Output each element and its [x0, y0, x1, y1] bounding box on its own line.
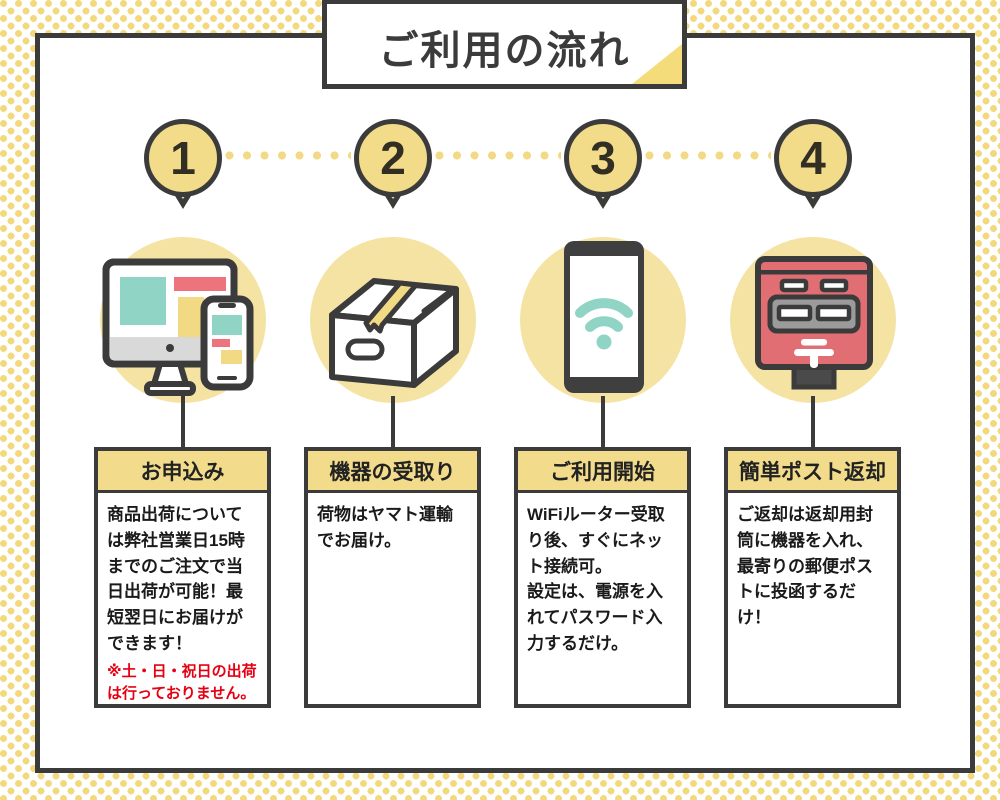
dotted-connector-2-3: [435, 151, 561, 160]
step-4-card-body: ご返却は返却用封筒に機器を入れ、最寄りの郵便ポストに投函するだけ！: [737, 505, 874, 628]
page-title-box: ご利用の流れ: [322, 0, 687, 89]
step-1-number: 1: [170, 132, 196, 184]
step-2-card-note: [308, 554, 477, 558]
step-2-connector-line: [391, 396, 395, 451]
step-3-icon-circle: [520, 237, 686, 403]
step-3-card-header: ご利用開始: [518, 451, 687, 493]
step-4-card: 簡単ポスト返却 ご返却は返却用封筒に機器を入れ、最寄りの郵便ポストに投函するだけ…: [724, 447, 901, 708]
step-2-card-body: 荷物はヤマト運輸でお届け。: [317, 505, 453, 550]
step-3-card-body: WiFiルーター受取り後、すぐにネット接続可。 設定は、電源を入れてパスワード入…: [527, 505, 665, 654]
step-1-card: お申込み 商品出荷については弊社営業日15時までのご注文で当日出荷が可能！最短翌…: [94, 447, 271, 708]
step-1-number-badge: 1: [144, 119, 222, 197]
devices-icon: [102, 258, 254, 396]
step-3-card: ご利用開始 WiFiルーター受取り後、すぐにネット接続可。 設定は、電源を入れて…: [514, 447, 691, 708]
step-3-number: 3: [590, 132, 616, 184]
step-4-connector-line: [811, 396, 815, 451]
step-2-card-header: 機器の受取り: [308, 451, 477, 493]
page-title: ご利用の流れ: [378, 29, 631, 73]
step-2-number-badge: 2: [354, 119, 432, 197]
step-4-number: 4: [800, 132, 826, 184]
wifi-smartphone-icon: [564, 241, 644, 393]
package-box-icon: [329, 278, 459, 388]
dotted-connector-3-4: [645, 151, 771, 160]
corner-fold-decoration: [632, 44, 682, 84]
postbox-icon: [755, 256, 873, 390]
step-1-card-header: お申込み: [98, 451, 267, 493]
step-4-icon-circle: [730, 237, 896, 403]
step-1-card-body: 商品出荷については弊社営業日15時までのご注文で当日出荷が可能！最短翌日にお届け…: [107, 505, 245, 654]
dotted-connector-1-2: [225, 151, 351, 160]
step-1-card-note: ※土・日・祝日の出荷は行っておりません。: [107, 662, 257, 703]
step-3-connector-line: [601, 396, 605, 451]
main-frame: ご利用の流れ 1 2 3 4: [35, 0, 975, 773]
step-4-number-badge: 4: [774, 119, 852, 197]
step-2-icon-circle: [310, 237, 476, 403]
step-1-icon-circle: [100, 237, 266, 403]
step-1-connector-line: [181, 396, 185, 451]
step-2-number: 2: [380, 132, 406, 184]
step-4-card-note: [728, 631, 897, 635]
step-3-number-badge: 3: [564, 119, 642, 197]
step-3-card-note: [518, 657, 687, 661]
step-4-card-header: 簡単ポスト返却: [728, 451, 897, 493]
step-2-card: 機器の受取り 荷物はヤマト運輸でお届け。: [304, 447, 481, 708]
